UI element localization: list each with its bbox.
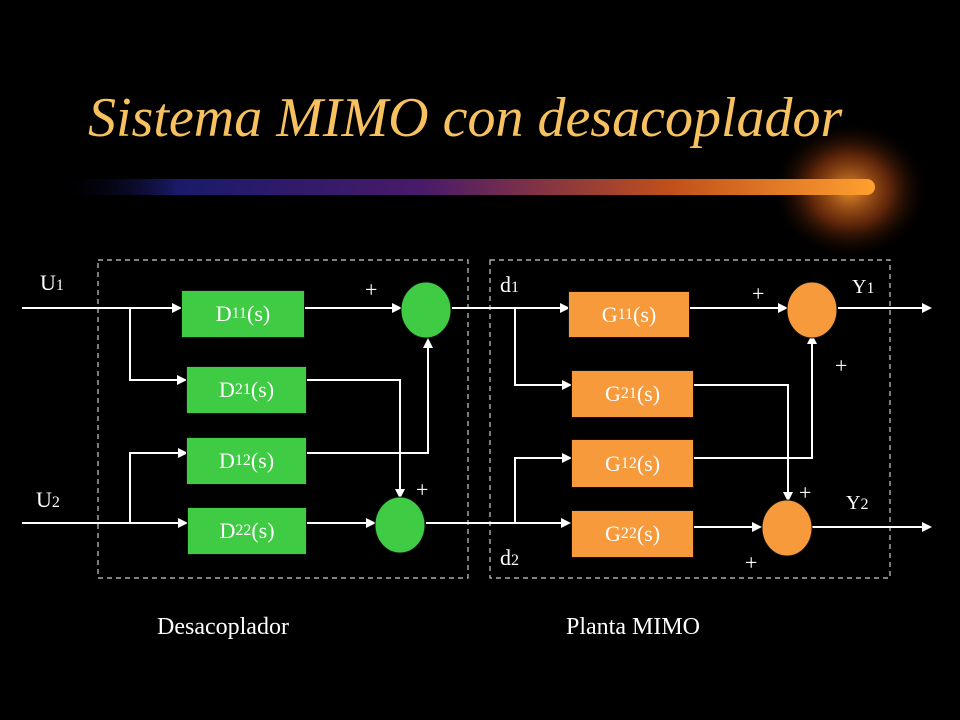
plus-sign: +: [799, 480, 812, 505]
plant-boundary: [489, 259, 891, 579]
plus-sign: +: [835, 353, 848, 378]
label-u2: U2: [36, 487, 60, 512]
label-d2: d2: [500, 545, 519, 570]
label-y1: Y1: [852, 276, 875, 298]
plus-sign: +: [365, 277, 378, 302]
plus-sign: +: [745, 550, 758, 575]
sum-junction-2: [374, 496, 426, 554]
sum-junction-y1: [786, 281, 838, 339]
label-d1: d1: [500, 272, 519, 297]
caption-plant: Planta MIMO: [566, 614, 700, 640]
label-u1: U1: [40, 270, 64, 295]
sum-junction-y2: [761, 499, 813, 557]
sum-junction-1: [400, 281, 452, 339]
plus-sign: +: [752, 281, 765, 306]
decoupler-boundary: [97, 259, 469, 579]
plus-sign: +: [416, 477, 429, 502]
slide-title: Sistema MIMO con desacoplador: [88, 87, 843, 149]
label-y2: Y2: [846, 492, 869, 514]
caption-decoupler: Desacoplador: [157, 614, 289, 640]
